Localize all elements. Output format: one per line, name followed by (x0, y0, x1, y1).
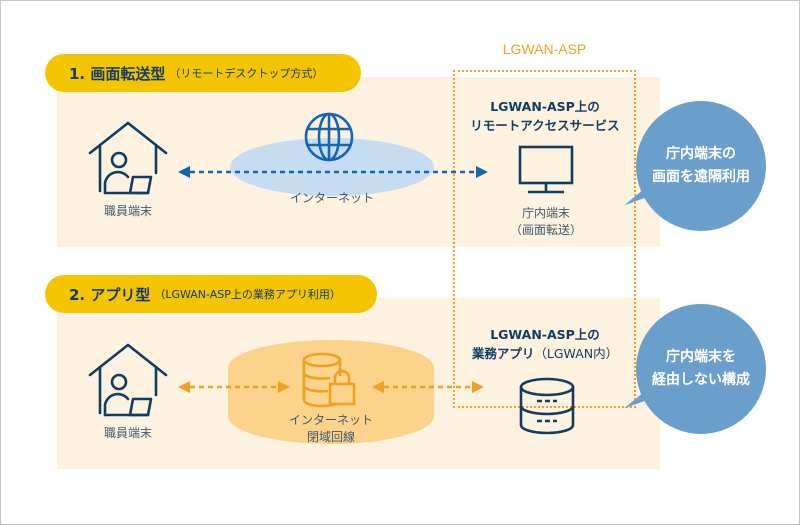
section1-office-terminal-label: 庁内端末 （画面転送） (496, 205, 596, 239)
section1-callout-bubble: 庁内端末の 画面を遠隔利用 (636, 101, 766, 231)
server-icon (519, 377, 575, 435)
section2-header: 2. アプリ型 （LGWAN-ASP上の業務アプリ利用） (45, 275, 377, 313)
section1-employee-terminal-label: 職員端末 (103, 204, 152, 218)
section2-left-arrow (178, 381, 290, 393)
section1-connection-arrow (178, 166, 488, 178)
section2-employee-terminal-label: 職員端末 (103, 426, 152, 440)
internet-ellipse (230, 138, 434, 196)
section1-subtitle: （リモートデスクトップ方式） (169, 67, 324, 80)
section1-bubble-line2: 画面を遠隔利用 (652, 169, 750, 185)
section1-bubble-line1: 庁内端末の (666, 146, 736, 162)
monitor-icon (518, 145, 574, 194)
section1-network-label: インターネット (289, 191, 374, 205)
section1-title: 1. 画面転送型 (69, 64, 166, 83)
section2-service-title-line1: LGWAN-ASP上の (490, 327, 600, 342)
section2-bubble-line1: 庁内端末を (666, 349, 736, 365)
section2-service-title-thin: （LGWAN内） (534, 346, 619, 361)
section2-bubble-line2: 経由しない構成 (652, 372, 750, 388)
section2-network-label: インターネット 閉域回線 (276, 412, 386, 446)
section2-network-label-line2: 閉域回線 (306, 430, 355, 444)
section2-service-title: LGWAN-ASP上の 業務アプリ（LGWAN内） (455, 325, 635, 363)
globe-icon (304, 112, 354, 162)
database-lock-icon (302, 352, 356, 408)
section2-right-arrow (372, 381, 484, 393)
section2-title: 2. アプリ型 (69, 285, 151, 304)
section1-office-terminal-line2: （画面転送） (509, 223, 582, 237)
section1-office-terminal-line1: 庁内端末 (521, 206, 570, 220)
section1-service-title-line2: リモートアクセスサービス (470, 118, 620, 133)
section1-service-title: LGWAN-ASP上の リモートアクセスサービス (455, 97, 635, 135)
section1-service-title-line1: LGWAN-ASP上の (490, 99, 600, 114)
lgwan-asp-boundary (453, 70, 636, 408)
section2-subtitle: （LGWAN-ASP上の業務アプリ利用） (154, 288, 341, 301)
lgwan-asp-label: LGWAN-ASP (502, 41, 587, 57)
section1-header: 1. 画面転送型 （リモートデスクトップ方式） (45, 54, 361, 92)
house-worker-icon (88, 121, 168, 195)
section2-service-title-bold: 業務アプリ (471, 346, 535, 361)
house-worker-icon (88, 343, 168, 417)
section2-callout-bubble: 庁内端末を 経由しない構成 (636, 304, 766, 434)
section2-network-label-line1: インターネット (288, 413, 373, 427)
